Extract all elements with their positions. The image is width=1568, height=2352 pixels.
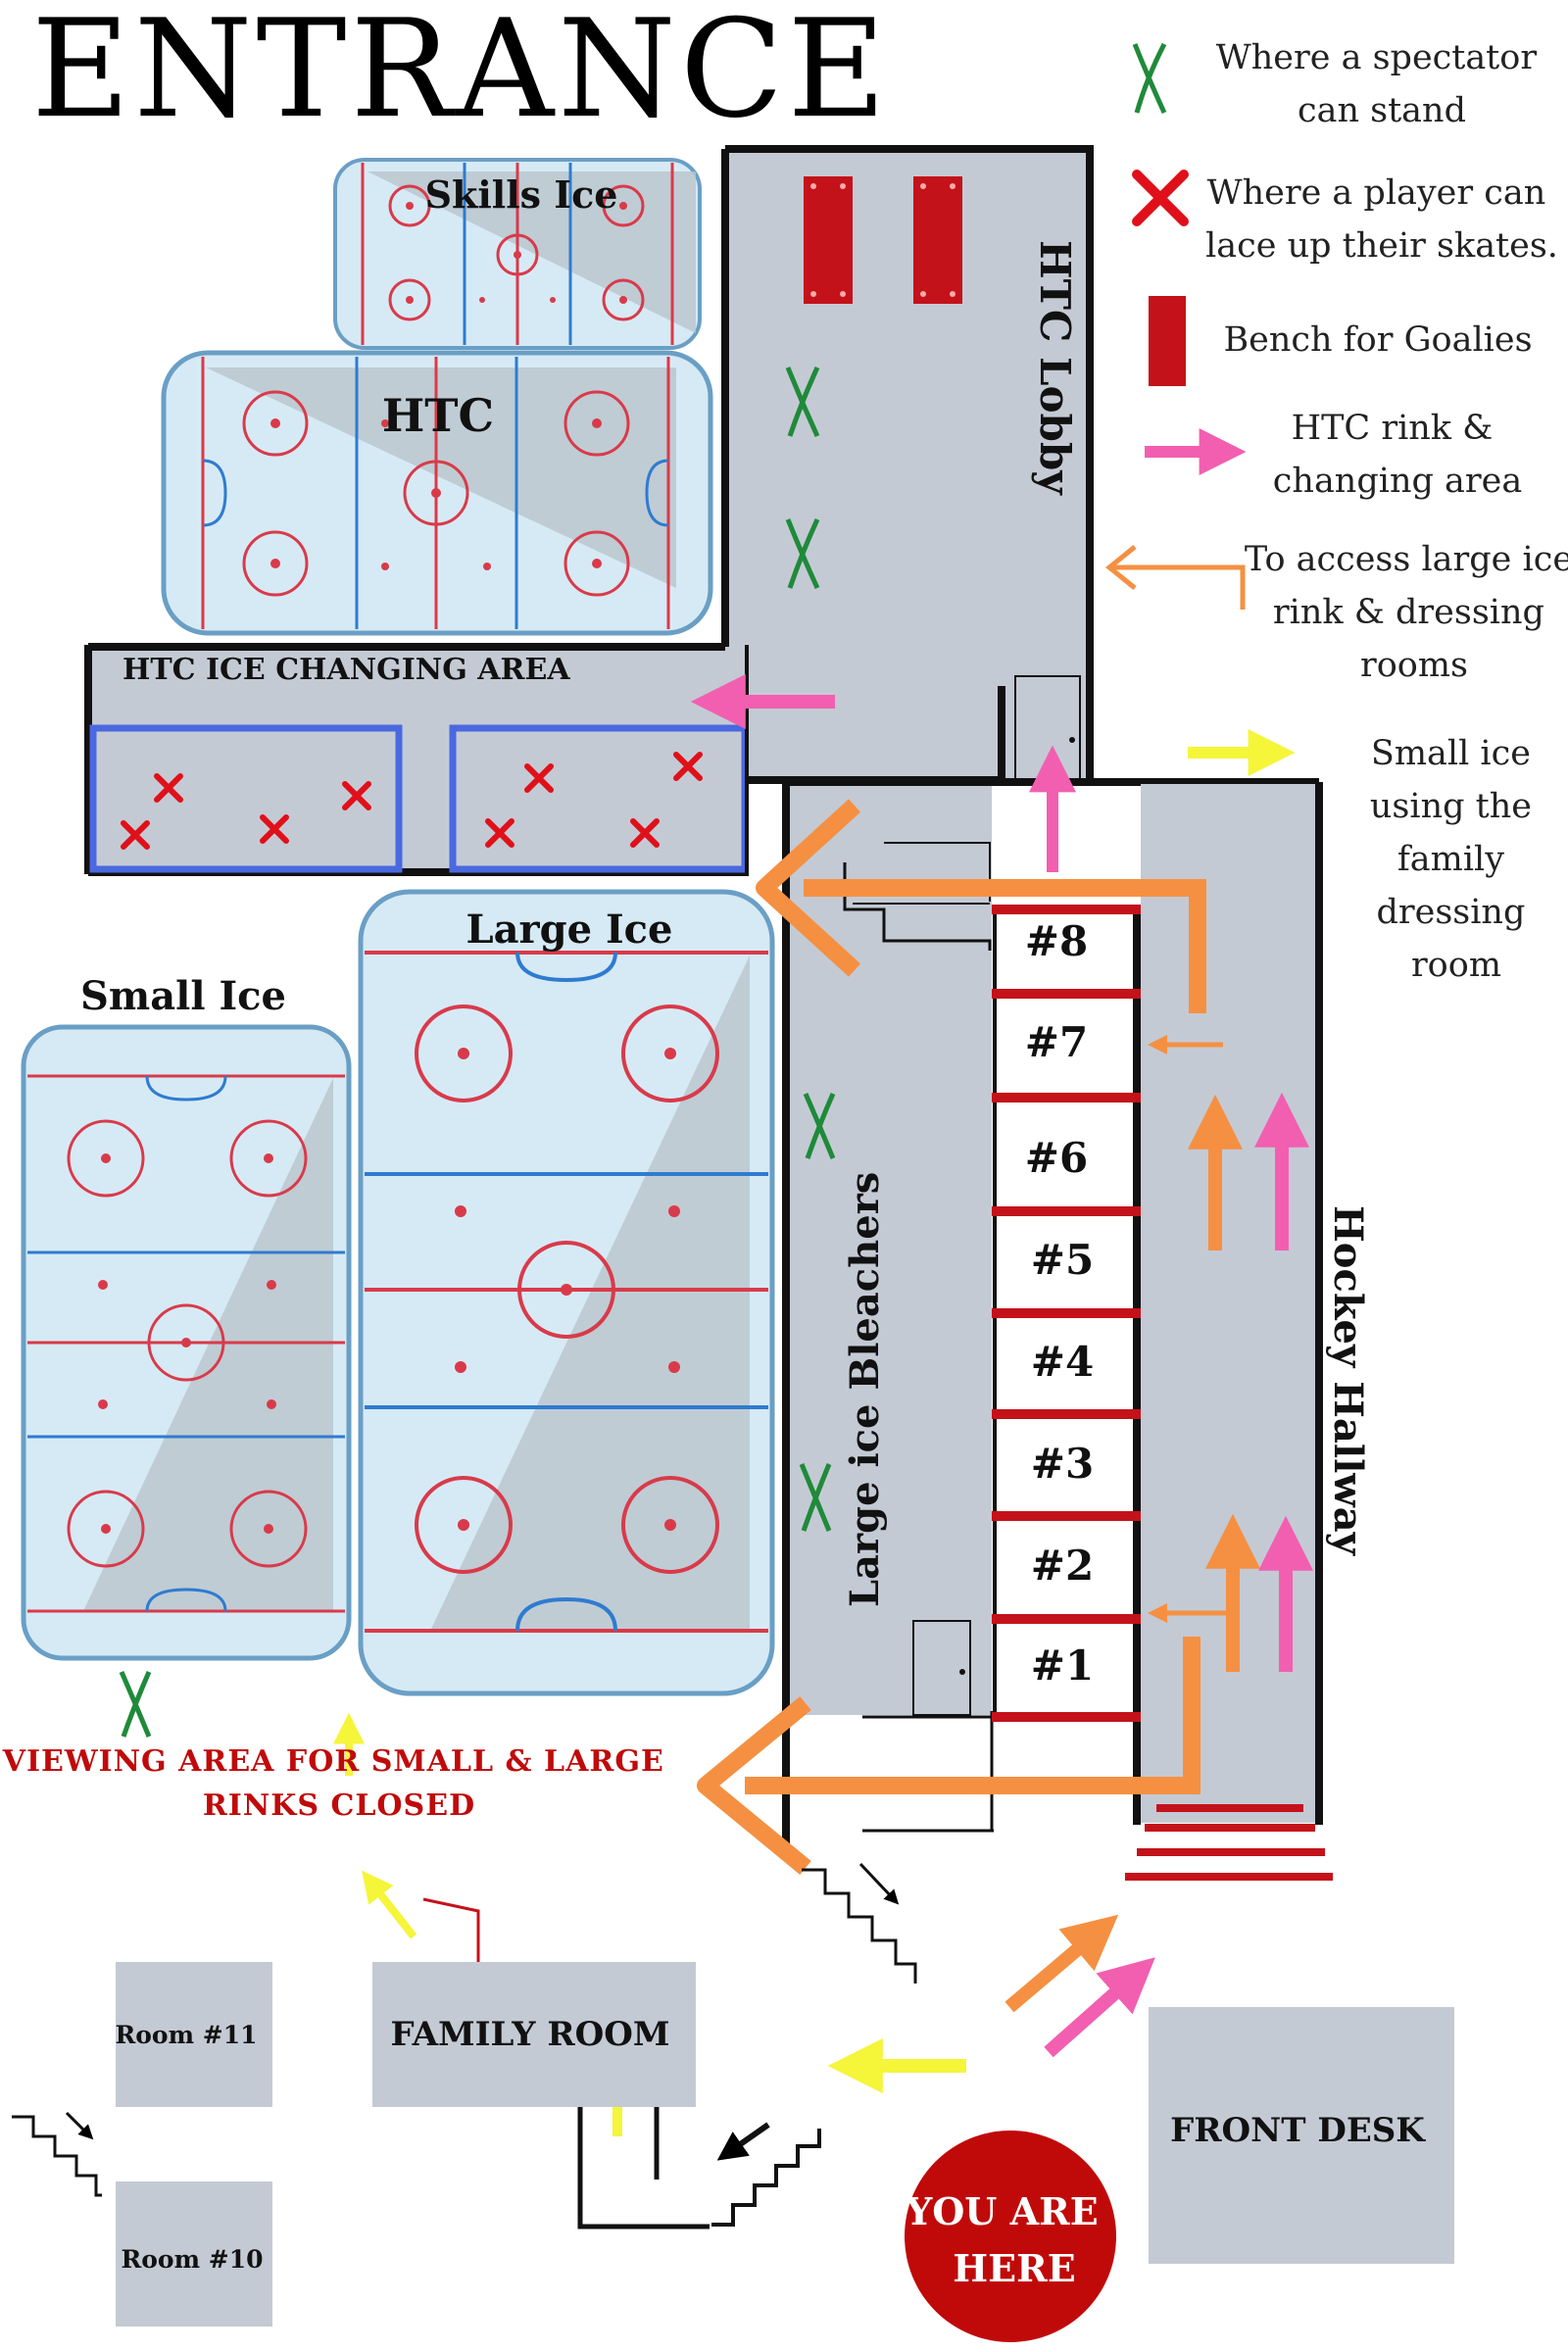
dressing-room-5: #5 [1031,1236,1094,1284]
red-x-icon [260,814,289,844]
green-x-icon [785,366,820,438]
large-ice-label: Large Ice [466,906,673,953]
svg-text:Where a spectator can st: Where a spectator can stand [1216,38,1547,130]
red-x-icon [342,781,371,810]
you-are-here-line2: HERE [953,2246,1075,2290]
red-x-icon [121,820,150,850]
green-x-icon [803,1092,836,1159]
svg-text:YOU ARE HERE: YOU ARE HERE [905,2189,1111,2290]
page-title: ENTRANCE [31,0,890,148]
small-ice-rink: Small Ice [21,973,352,1661]
bleachers-label: Large ice Bleachers [842,1172,888,1607]
lobby-door [1014,675,1081,783]
dressing-room-3: #3 [1031,1440,1094,1488]
legend-spectator-line1: Where a spectator [1216,38,1538,77]
svg-text:Where a player can lace: Where a player can lace up their skates. [1205,173,1558,266]
red-x-icon [673,752,703,781]
green-x-icon [799,1463,832,1532]
legend-large-line3: rooms [1360,646,1468,685]
small-ice-label: Small Ice [80,973,286,1019]
orange-route-lower [745,1637,1200,1794]
legend: Where a spectator can stand Where a play… [1105,38,1568,985]
legend-small-line2: using the [1370,787,1532,826]
dressing-room-7: #7 [1025,1018,1088,1066]
orange-route-upper [804,879,1206,1013]
green-x-icon [785,517,820,590]
goalie-bench [913,176,962,304]
family-room-label: FAMILY ROOM [390,2015,669,2054]
hallway-label: Hockey Hallway [1325,1205,1371,1557]
hockey-hallway: Hockey Hallway [1125,782,1371,1881]
large-ice-bleachers: Large ice Bleachers [782,778,1319,1852]
legend-large-line1: To access large ice [1245,540,1568,579]
you-are-here-marker: YOU ARE HERE [905,2131,1116,2342]
bleachers-door [912,1620,971,1716]
htc-changing-label: HTC ICE CHANGING AREA [122,653,570,687]
front-desk: FRONT DESK [1149,2007,1454,2264]
red-x-icon [630,818,660,848]
stairs-icon [802,1862,917,1984]
red-x-icon [485,818,514,848]
legend-small-line4: dressing [1376,893,1525,932]
large-ice-rink: Large Ice [358,889,775,1696]
red-bench-icon [1149,296,1186,386]
skills-ice-label: Skills Ice [425,172,618,217]
room-11-label: Room #11 [115,2021,257,2049]
dressing-room-2: #2 [1031,1542,1094,1590]
front-desk-label: FRONT DESK [1170,2111,1426,2150]
family-room-entry-walls [577,2103,710,2230]
legend-small-line5: room [1411,946,1501,985]
viewing-area-line1: VIEWING AREA FOR SMALL & LARGE [2,1744,664,1779]
orange-arrow-entrance [1004,1914,1119,2013]
legend-player-line1: Where a player can [1207,173,1546,213]
green-x-icon [1132,42,1167,115]
legend-large-line2: rink & dressing [1273,593,1544,632]
orange-arrow-icon [1105,545,1246,610]
family-room: FAMILY ROOM [372,1962,696,2107]
red-x-icon [154,773,183,803]
dressing-rooms: #8 #7 #6 #5 #4 #3 #2 #1 [992,905,1141,1825]
pink-arrow-entrance [1044,1957,1155,2058]
orange-route-lower-head [697,1696,811,1875]
svg-text:Small ice using the: Small ice using the family dressing room [1370,734,1543,985]
skills-ice-rink: Skills Ice [333,158,702,350]
legend-htc-line1: HTC rink & [1292,409,1494,448]
svg-text:To access large ice rink: To access large ice rink & dressing room… [1245,540,1568,685]
svg-text:HTC rink & changing area: HTC rink & changing area [1273,409,1522,501]
legend-small-line1: Small ice [1371,734,1531,773]
player-markers [121,752,703,850]
goalie-bench [804,176,853,304]
spectator-markers [119,366,836,1738]
room-11: Room #11 [115,1962,272,2107]
htc-lobby: HTC Lobby [721,145,1094,783]
legend-player-line2: lace up their skates. [1205,226,1558,266]
yellow-arrow-diag [362,1870,417,1939]
htc-changing-area: HTC ICE CHANGING AREA [84,643,1005,876]
dressing-room-6: #6 [1025,1134,1088,1182]
red-x-icon [1132,170,1189,226]
dressing-room-1: #1 [1031,1642,1094,1690]
legend-spectator-line2: can stand [1298,91,1466,130]
dressing-room-8: #8 [1025,917,1088,965]
htc-rink-label: HTC [382,389,494,442]
htc-rink: HTC [161,350,713,636]
legend-htc-line2: changing area [1273,462,1522,501]
dressing-room-4: #4 [1031,1338,1094,1386]
family-room-sign-line [422,1897,480,1966]
green-x-icon [119,1670,152,1738]
stairs-icon [12,2111,102,2197]
orange-route-upper-head [756,799,861,977]
stairs-icon [711,2122,821,2227]
room-10-label: Room #10 [121,2245,263,2274]
legend-small-line3: family [1397,840,1504,879]
red-x-icon [524,763,554,793]
legend-bench: Bench for Goalies [1223,320,1532,360]
room-10: Room #10 [116,2181,272,2327]
viewing-area-line2: RINKS CLOSED [203,1788,475,1823]
svg-text:VIEWING AREA FOR SMALL & LARGE: VIEWING AREA FOR SMALL & LARGE RINKS CLO… [2,1744,676,1823]
you-are-here-line1: YOU ARE [905,2189,1099,2233]
htc-lobby-label: HTC Lobby [1031,240,1079,496]
